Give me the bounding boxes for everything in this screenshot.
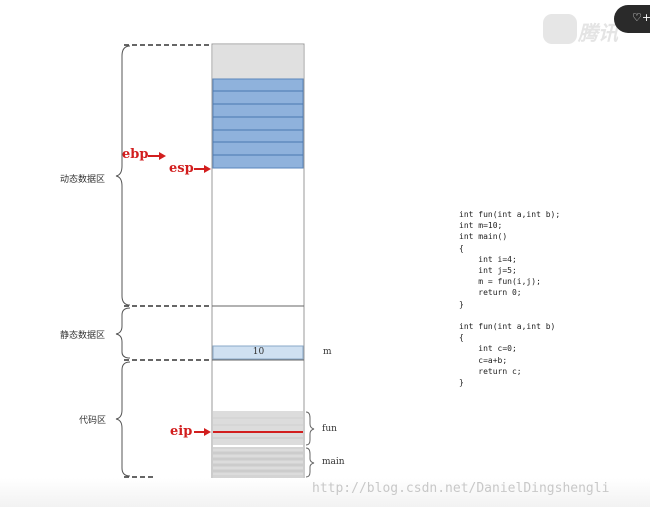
region-boundary-lines xyxy=(124,44,212,478)
region-braces xyxy=(115,45,131,477)
code-line: { xyxy=(459,243,464,253)
code-line: { xyxy=(459,333,464,343)
source-code-listing: int fun(int a,int b); int m=10; int main… xyxy=(459,209,560,388)
favorite-badge[interactable] xyxy=(614,5,650,33)
static-variable-m-value: 10 xyxy=(252,347,265,357)
bottom-fade-band xyxy=(0,478,650,507)
main-brace xyxy=(305,447,315,478)
code-line: int fun(int a,int b) xyxy=(459,322,556,332)
main-code-label: main xyxy=(322,457,345,467)
source-watermark: http://blog.csdn.net/DanielDingshengli xyxy=(312,481,610,496)
code-line: int i=4; xyxy=(459,254,517,264)
main-code-block xyxy=(213,447,303,478)
video-play-logo-icon xyxy=(543,14,577,44)
eip-register-label: eip xyxy=(170,424,193,439)
ebp-register-label: ebp xyxy=(122,147,149,162)
heart-plus-icon[interactable]: ♡+ xyxy=(632,11,650,24)
stack-top-unused xyxy=(213,45,303,79)
eip-arrow-icon xyxy=(194,428,211,436)
code-line: int fun(int a,int b); xyxy=(459,210,561,219)
ebp-arrow-icon xyxy=(148,152,166,160)
code-line: int m=10; xyxy=(459,221,503,231)
code-line: int j=5; xyxy=(459,266,517,276)
static-variable-m-label: m xyxy=(323,347,332,357)
code-line: } xyxy=(459,299,464,309)
static-data-brace xyxy=(115,307,131,359)
code-line: return 0; xyxy=(459,288,522,298)
register-arrows xyxy=(148,152,211,436)
esp-arrow-icon xyxy=(194,165,211,173)
logo-text: 腾讯 xyxy=(578,21,618,45)
code-line: } xyxy=(459,378,464,388)
dynamic-data-brace xyxy=(115,45,131,306)
code-line: m = fun(i,j); xyxy=(459,277,541,287)
fun-code-label: fun xyxy=(322,424,337,434)
code-line: c=a+b; xyxy=(459,355,508,365)
code-line: int main() xyxy=(459,232,508,242)
code-block-braces xyxy=(305,411,315,478)
fun-code-block xyxy=(213,411,303,445)
code-brace xyxy=(115,361,131,477)
static-data-region-label: 静态数据区 xyxy=(60,331,106,341)
code-line: return c; xyxy=(459,366,522,376)
code-line: int c=0; xyxy=(459,344,517,354)
code-region-label: 代码区 xyxy=(79,416,107,426)
stack-frame xyxy=(212,78,304,169)
fun-brace xyxy=(305,411,315,446)
dynamic-data-region-label: 动态数据区 xyxy=(60,175,106,185)
static-variable-m-cell xyxy=(212,345,304,360)
esp-register-label: esp xyxy=(169,161,194,176)
